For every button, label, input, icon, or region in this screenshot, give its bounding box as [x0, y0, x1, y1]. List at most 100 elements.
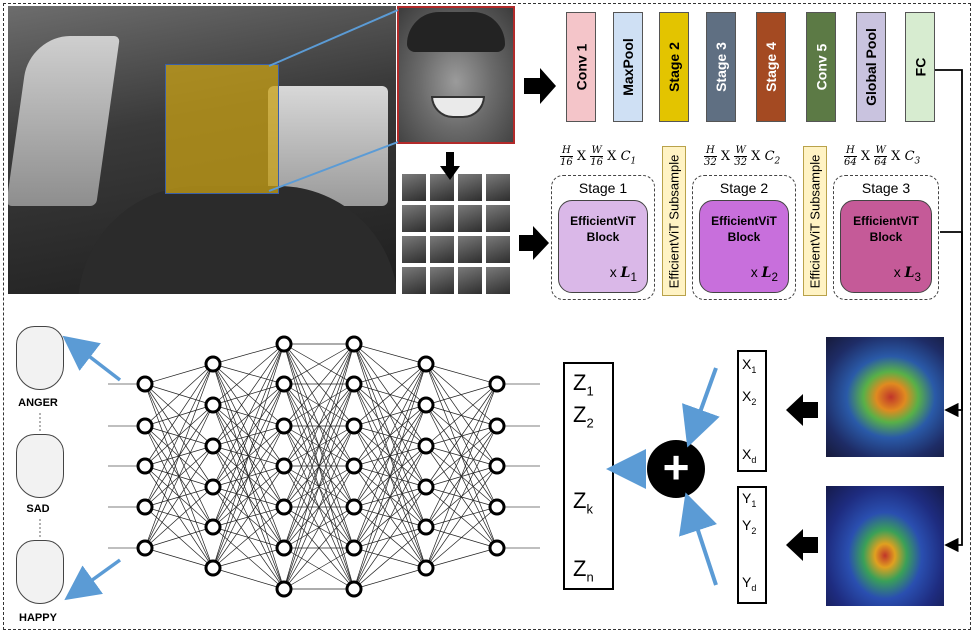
network-node: [417, 518, 435, 536]
network-node: [417, 437, 435, 455]
cnn-layer-conv5: Conv 5: [806, 12, 836, 122]
subsample-1: EfficientViT Subsample: [662, 146, 686, 296]
network-edge: [212, 465, 285, 569]
network-edge: [212, 567, 285, 590]
network-edge: [144, 383, 214, 406]
fusion-plus-icon: +: [647, 440, 705, 498]
network-edge: [144, 404, 214, 549]
arrow-y-to-plus: [679, 492, 718, 586]
y1: Y1: [742, 490, 757, 509]
network-node: [345, 539, 363, 557]
network-edge: [425, 465, 498, 569]
patch: [430, 205, 454, 232]
network-node: [275, 335, 293, 353]
network-node: [136, 457, 154, 475]
patch: [430, 236, 454, 263]
patch: [458, 174, 482, 201]
network-node: [136, 375, 154, 393]
efficientvit-block: EfficientViT Block x L2: [699, 200, 789, 293]
cnn-layer-global-pool: Global Pool: [856, 12, 886, 122]
network-edge: [283, 343, 355, 385]
emotion-label: ANGER: [18, 397, 58, 409]
network-edge: [353, 343, 427, 406]
zk: Zk: [573, 488, 593, 517]
network-node: [345, 335, 363, 353]
network-node: [204, 396, 222, 414]
network-edge: [144, 363, 214, 427]
network-edge: [283, 343, 355, 427]
neural-network: [108, 335, 540, 598]
network-edge: [425, 425, 498, 488]
arrow-from-vit-heatmap: [786, 529, 818, 561]
network-edge: [283, 547, 355, 590]
cnn-layer-stage2: Stage 2: [659, 12, 689, 122]
network-edge: [212, 547, 285, 569]
block-label: EfficientViT Block: [570, 214, 636, 244]
vit-stage-3: Stage 3 EfficientViT Block x L3: [833, 175, 939, 300]
network-edge: [144, 445, 214, 549]
dashed-border: [3, 3, 971, 630]
network-edge: [283, 425, 355, 590]
network-node: [345, 457, 363, 475]
network-node: [488, 375, 506, 393]
network-edge: [144, 363, 214, 385]
yd: Yd: [742, 574, 757, 593]
vit-stage-1: Stage 1 EfficientViT Block x L1: [551, 175, 655, 300]
network-edge: [425, 363, 498, 427]
arrow-x-to-plus: [682, 367, 720, 448]
patch: [402, 236, 426, 263]
network-edge: [283, 343, 355, 549]
patch: [486, 174, 510, 201]
vit-connector: [940, 231, 963, 553]
network-edge: [353, 363, 427, 385]
network-edge: [283, 506, 355, 590]
stage-title: Stage 2: [719, 180, 769, 196]
network-node: [204, 355, 222, 373]
network-edge: [283, 465, 355, 590]
x1: X1: [742, 356, 757, 375]
patch: [402, 205, 426, 232]
subsample-2: EfficientViT Subsample: [803, 146, 827, 296]
arrow-from-cnn-heatmap: [786, 394, 818, 426]
network-edge: [144, 363, 214, 508]
patch: [458, 267, 482, 294]
patch-arrow-head: [440, 166, 460, 180]
network-edge: [425, 363, 498, 385]
patch: [486, 236, 510, 263]
y2: Y2: [742, 517, 757, 536]
network-node: [417, 478, 435, 496]
network-edge: [212, 425, 285, 569]
network-edge: [144, 547, 214, 569]
face-patches-grid: [400, 172, 512, 300]
network-node: [275, 457, 293, 475]
network-edge: [212, 343, 285, 528]
network-node: [136, 539, 154, 557]
cnn-layer-stage3: Stage 3: [706, 12, 736, 122]
network-edge: [212, 343, 285, 447]
network-edge: [425, 506, 498, 569]
network-edge: [283, 383, 355, 590]
patch: [486, 205, 510, 232]
network-node: [275, 498, 293, 516]
arrow-to-anger: [62, 335, 122, 382]
emotion-label: HAPPY: [19, 612, 57, 624]
network-edge: [353, 383, 427, 406]
cnn-layer-fc: FC: [905, 12, 935, 122]
network-edge: [212, 343, 285, 406]
network-edge: [353, 404, 427, 590]
network-node: [488, 417, 506, 435]
network-edge: [353, 363, 427, 549]
patch: [430, 267, 454, 294]
network-edge: [425, 383, 498, 488]
network-edge: [425, 383, 498, 528]
network-edge: [425, 383, 498, 569]
network-edge: [283, 343, 355, 508]
patch: [402, 267, 426, 294]
efficientvit-block: EfficientViT Block x L1: [558, 200, 648, 293]
network-edge: [283, 343, 355, 590]
vit-attention-heatmap: [826, 486, 944, 606]
